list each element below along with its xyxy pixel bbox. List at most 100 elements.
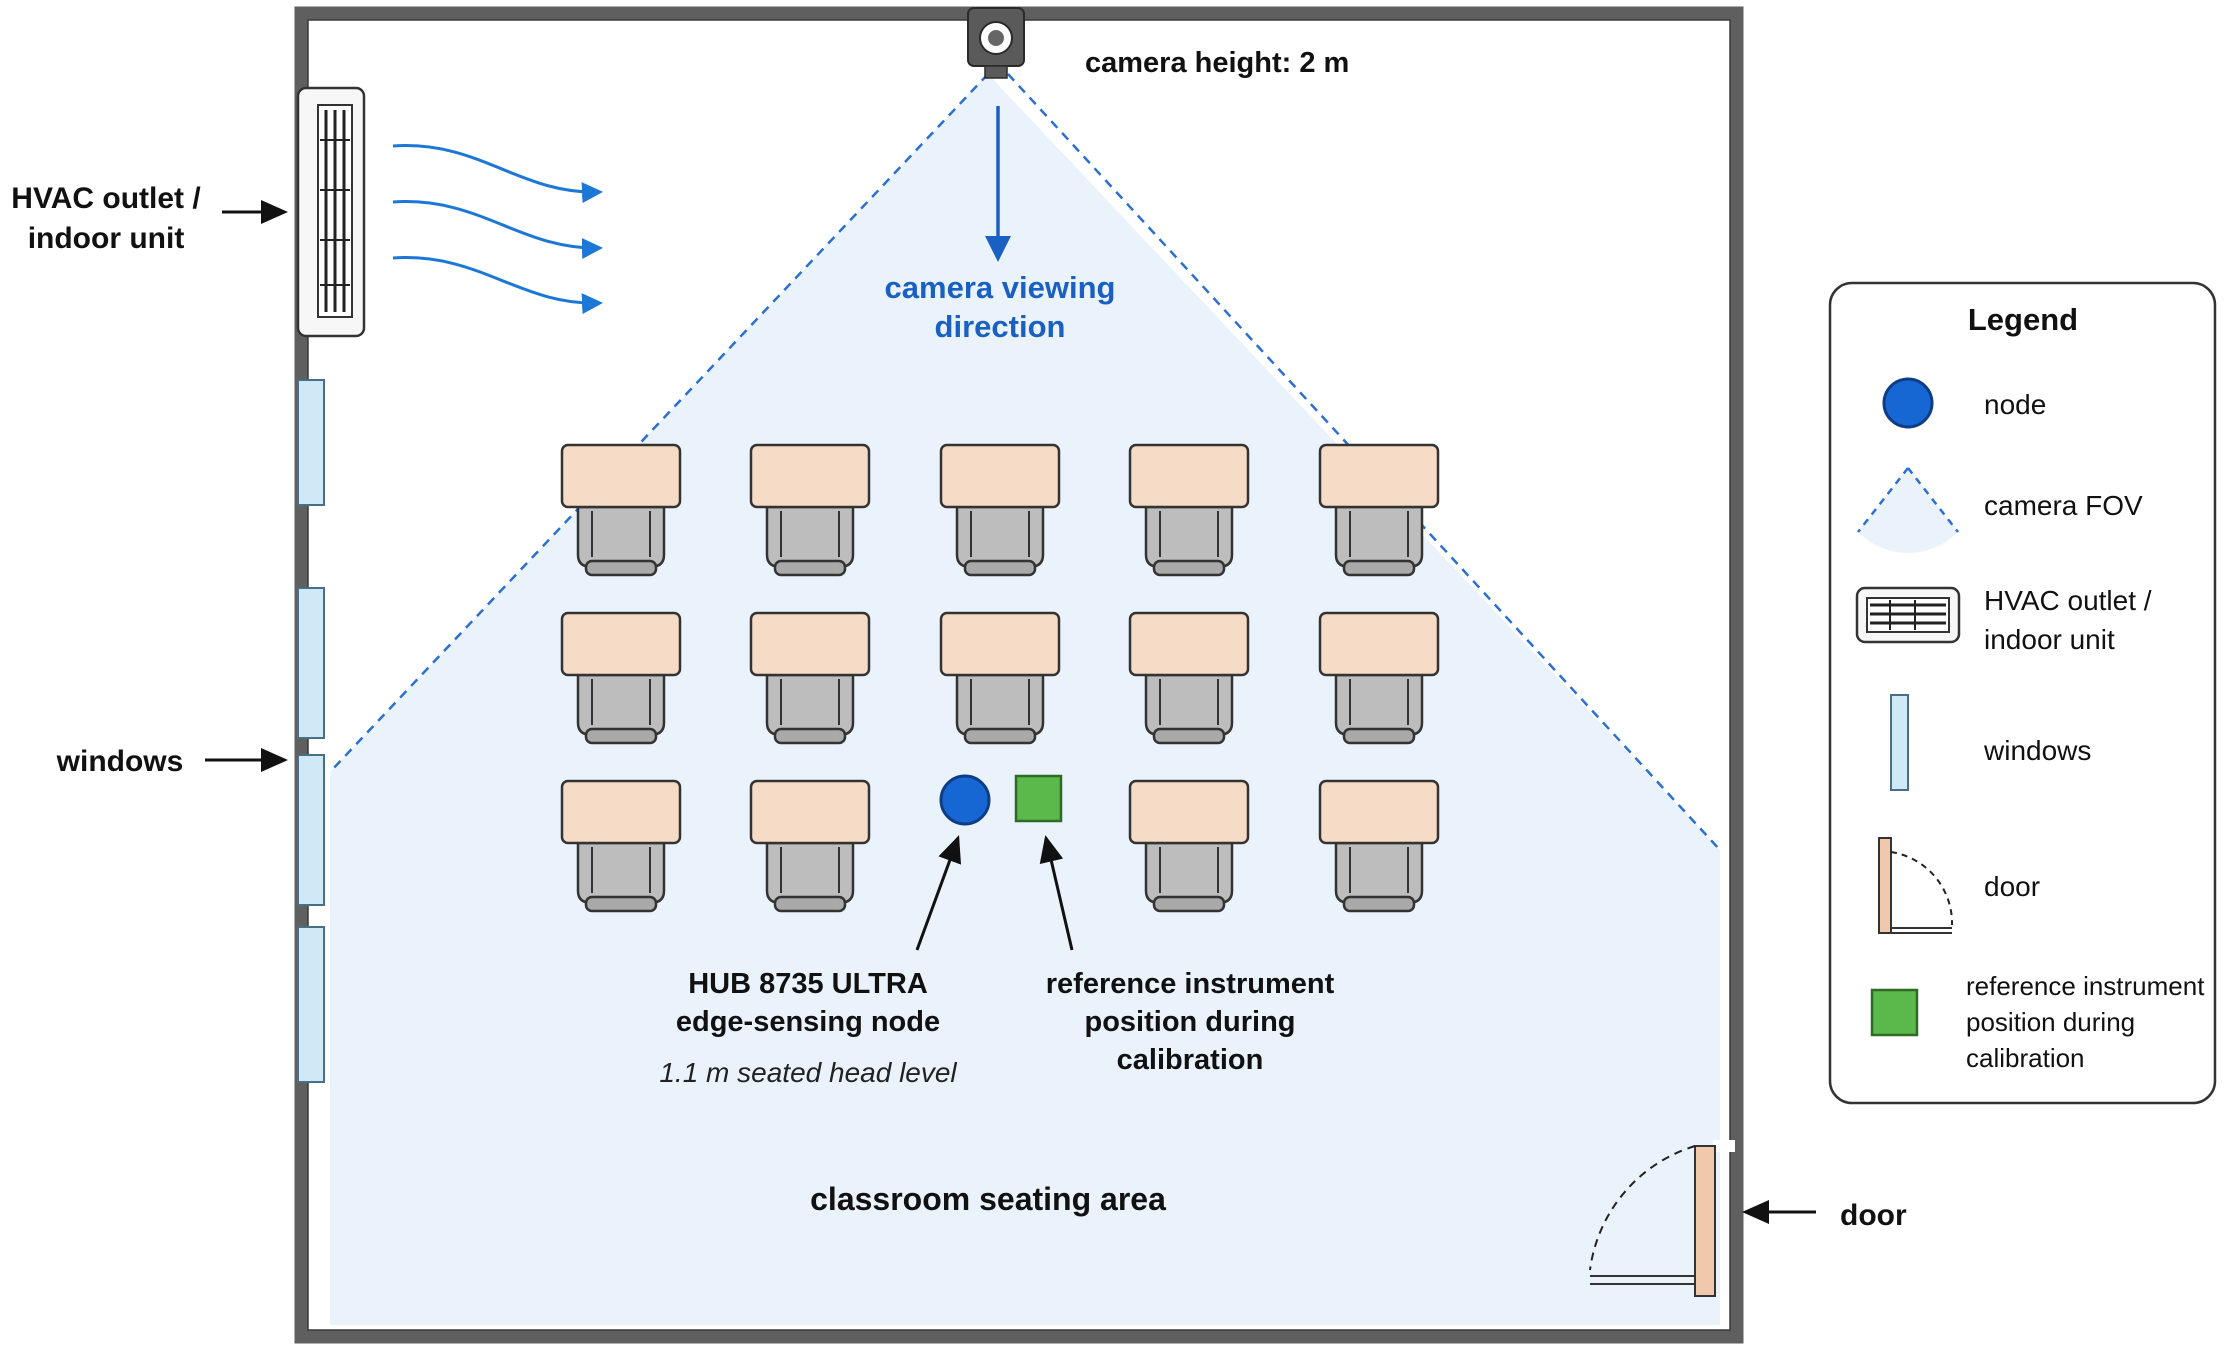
desk <box>560 611 682 677</box>
chair-back <box>963 559 1037 577</box>
chair-back <box>1342 559 1416 577</box>
desk-seat <box>1128 443 1250 577</box>
desk <box>939 611 1061 677</box>
legend-window-label: windows <box>1983 735 2091 766</box>
chair-back <box>773 559 847 577</box>
chair <box>955 505 1045 569</box>
legend-node-label: node <box>1984 389 2046 420</box>
desk <box>1318 611 1440 677</box>
chair <box>765 673 855 737</box>
node-pointer-arrow <box>915 835 962 951</box>
hvac-label-2: indoor unit <box>28 222 185 255</box>
legend-camera-fov-symbol <box>1857 467 1959 554</box>
desk-seat <box>560 443 682 577</box>
chair-back <box>773 895 847 913</box>
desk <box>749 443 871 509</box>
airflow-arrow-2 <box>392 200 603 259</box>
desk-seat <box>939 443 1061 577</box>
hvac-unit <box>296 86 366 338</box>
window-1 <box>297 379 325 506</box>
reference-label-1: reference instrument <box>1046 968 1335 1000</box>
desk-seat <box>1318 443 1440 577</box>
desk-seat <box>1128 611 1250 745</box>
desk <box>939 443 1061 509</box>
chair-back <box>584 559 658 577</box>
door <box>1589 1140 1735 1297</box>
chair-back <box>584 727 658 745</box>
legend-reference-symbol <box>1870 988 1919 1037</box>
seating-area-label: classroom seating area <box>810 1181 1166 1217</box>
legend-reference-label-1: reference instrument <box>1966 971 2205 1001</box>
camera-direction-label-2: direction <box>935 309 1066 344</box>
chair <box>1144 673 1234 737</box>
chair <box>1334 673 1424 737</box>
chair <box>765 841 855 905</box>
desk-seat <box>749 779 871 913</box>
chair-back <box>1152 559 1226 577</box>
chair-back <box>1152 727 1226 745</box>
legend-camera-fov-label: camera FOV <box>1984 490 2143 521</box>
desk <box>749 779 871 845</box>
airflow-arrows <box>392 144 603 315</box>
window-3 <box>297 754 325 906</box>
camera-height-label: camera height: 2 m <box>1085 47 1349 79</box>
legend-reference-label-2: position during <box>1966 1007 2135 1037</box>
airflow-arrow-3 <box>392 256 603 315</box>
reference-instrument <box>1014 774 1063 823</box>
chair-back <box>773 727 847 745</box>
camera <box>967 7 1025 79</box>
desk <box>1318 779 1440 845</box>
node-label-3: 1.1 m seated head level <box>659 1057 957 1088</box>
desk <box>1128 443 1250 509</box>
reference-label-2: position during <box>1084 1006 1295 1038</box>
reference-pointer-arrow <box>1039 835 1074 951</box>
chair-back <box>1342 895 1416 913</box>
legend-title: Legend <box>1968 302 2078 337</box>
legend-door-symbol <box>1878 837 1954 934</box>
desk-grid <box>560 443 1440 913</box>
chair-back <box>963 727 1037 745</box>
chair-back <box>584 895 658 913</box>
chair-back <box>1342 727 1416 745</box>
legend-hvac-label-2: indoor unit <box>1984 624 2115 655</box>
chair <box>1334 505 1424 569</box>
edge-sensing-node <box>939 774 991 826</box>
airflow-arrow-1 <box>392 144 603 204</box>
desk-seat <box>560 611 682 745</box>
desk-seat <box>1318 611 1440 745</box>
chair <box>1334 841 1424 905</box>
legend-box <box>1828 281 2217 1105</box>
desk <box>1128 611 1250 677</box>
desk-seat <box>1128 779 1250 913</box>
camera-direction-arrowhead <box>985 236 1011 262</box>
node-label-1: HUB 8735 ULTRA <box>688 968 928 1000</box>
desk <box>749 611 871 677</box>
chair <box>955 673 1045 737</box>
desk-seat <box>749 611 871 745</box>
reference-label-3: calibration <box>1117 1044 1264 1076</box>
legend-node-symbol <box>1882 377 1934 429</box>
chair <box>576 673 666 737</box>
desk <box>560 443 682 509</box>
windows-label: windows <box>56 745 184 778</box>
window-4 <box>297 926 325 1083</box>
chair <box>1144 841 1234 905</box>
chair <box>1144 505 1234 569</box>
chair-back <box>1152 895 1226 913</box>
chair <box>576 841 666 905</box>
legend-hvac-symbol <box>1855 586 1961 644</box>
legend-window-symbol <box>1890 694 1909 791</box>
legend-reference-label-3: calibration <box>1966 1043 2085 1073</box>
desk-seat <box>939 611 1061 745</box>
desk-seat <box>1318 779 1440 913</box>
chair <box>576 505 666 569</box>
legend: Legend node camera FOV HVAC outlet / ind… <box>1828 281 2217 1105</box>
legend-door-label: door <box>1984 871 2040 902</box>
camera-direction-label-1: camera viewing <box>885 270 1116 305</box>
node-label-2: edge-sensing node <box>676 1006 940 1038</box>
hvac-label-1: HVAC outlet / <box>11 182 201 215</box>
desk <box>1128 779 1250 845</box>
windows <box>297 379 325 1083</box>
desk-seat <box>749 443 871 577</box>
